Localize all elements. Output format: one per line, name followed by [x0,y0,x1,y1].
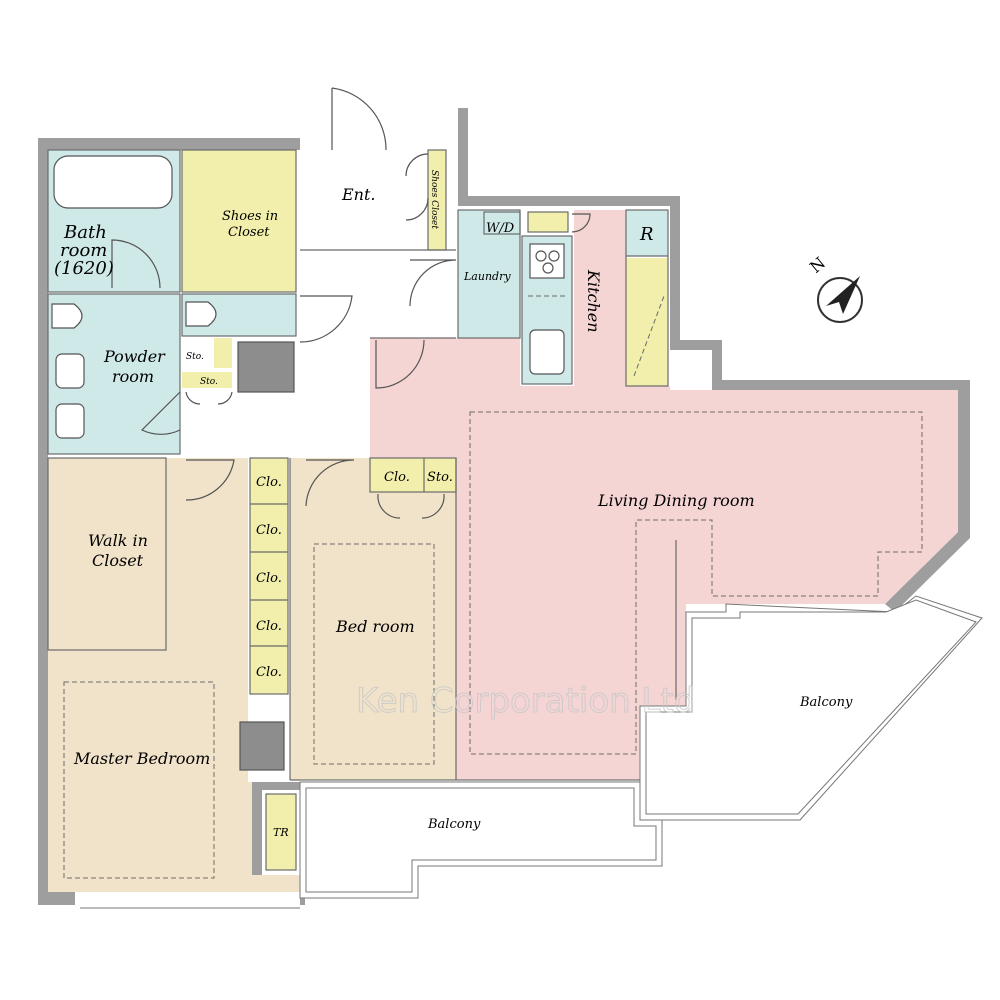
shoes-closet [428,150,446,250]
laundry-label: Laundry [463,270,511,283]
bed-room-label: Bed room [335,617,415,636]
closet-door [377,493,445,519]
closet-label-1: Clo. [256,475,282,490]
north-compass: N [806,253,863,323]
dashed-zones [63,295,923,879]
storage-small [214,338,232,368]
closet-label-5: Clo. [256,665,282,680]
closet-label-6: Clo. [384,470,410,485]
north-label: N [806,253,829,277]
bedroom-door [305,459,355,507]
shoes-in-closet [182,150,296,292]
master-bedroom-label: Master Bedroom [73,749,210,768]
bath-door [111,239,161,289]
refrigerator-label: R [639,224,654,245]
bath-size: (1620) [54,258,114,279]
north-arrow-icon [826,276,860,314]
bed-room [290,458,456,780]
balcony-label-right: Balcony [799,695,853,710]
kitchen-pantry [626,258,668,386]
storage-right [528,212,568,232]
storage-label-3: Sto. [427,470,453,485]
storage-label-1: Sto. [186,352,204,362]
bath-label-2: room [60,240,107,261]
pipe-shaft-2 [239,721,285,771]
laundry-door [571,213,591,233]
shoes-closet-door [405,153,429,221]
kitchen-sink [529,329,565,375]
toilet-main [185,301,217,327]
living-door [375,339,425,389]
entrance-label: Ent. [341,185,376,204]
closet-column [250,458,288,694]
balcony-label-bottom: Balcony [427,817,481,832]
shoes-closet-label: Shoes Closet [429,170,439,229]
sink-2 [55,403,85,439]
sink-1 [55,353,85,389]
entrance-door [331,87,387,151]
trunk-room [266,794,296,870]
pipe-shaft-1 [237,341,295,393]
closet-label-3: Clo. [256,571,282,586]
walk-in-label: Walk in [88,531,148,550]
storage-hall [182,372,232,388]
laundry-room [458,210,520,338]
watermark: Ken Corporation Ltd [356,681,695,721]
bathtub [53,155,173,209]
living-dining-room [370,210,958,780]
wd-label: W/D [486,221,515,236]
living-dining-label: Living Dining room [597,491,755,510]
master-door [185,459,235,501]
powder-label: Powder [103,347,166,366]
hall-door-2 [409,259,457,307]
closet-label-4: Clo. [256,619,282,634]
master-bedroom [48,458,300,892]
refrigerator-space [626,210,668,256]
exterior-walls [38,108,970,905]
hall-door-1 [299,295,353,343]
closet-label-2: Clo. [256,523,282,538]
shoes-in-closet-label-2: Closet [228,225,270,240]
walk-in-label-2: Closet [92,551,144,570]
sto-door [185,391,233,405]
balconies [80,595,983,909]
trunk-room-label: TR [273,826,289,839]
entrance-area [300,150,428,250]
small-closet [370,458,456,492]
bath-label: Bath [63,222,107,243]
powder-door [140,391,181,435]
shoes-in-closet-label: Shoes in [222,209,278,224]
fixtures [51,155,717,791]
storage-label-2: Sto. [200,377,218,387]
kitchen-label: Kitchen [584,269,603,333]
room-labels: Bath room (1620) Shoes in Closet Ent. Sh… [54,170,853,839]
toilet-powder [51,303,83,329]
powder-label-2: room [112,367,154,386]
